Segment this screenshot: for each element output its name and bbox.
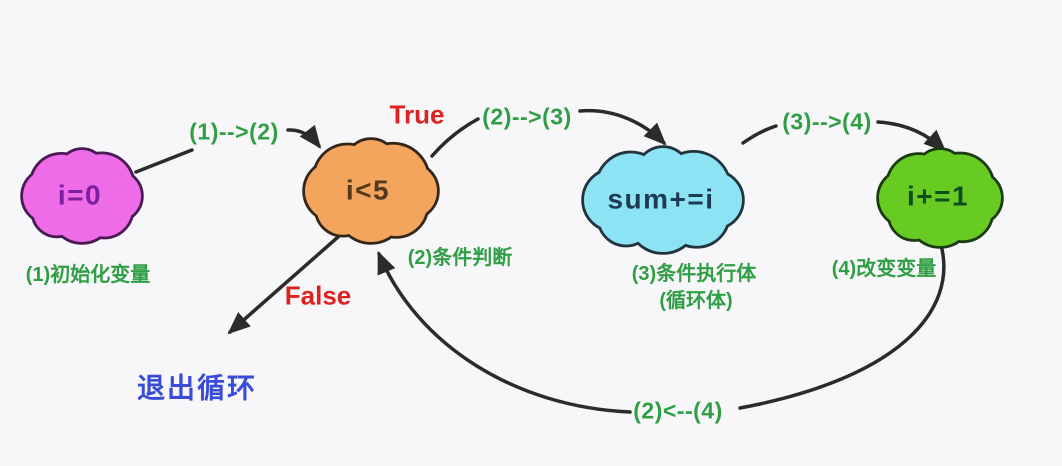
- exit-loop-label: 退出循环: [136, 372, 258, 404]
- caption-loop-body-line1: (3)条件执行体: [631, 263, 757, 285]
- false-branch-label: False: [284, 280, 352, 311]
- edge-label-3-to-4: (3)-->(4): [782, 108, 872, 135]
- caption-init-variable: (1)初始化变量: [25, 264, 151, 286]
- caption-condition-check: (2)条件判断: [407, 247, 513, 269]
- cloud-init: [20, 147, 144, 245]
- edge-cond-to-body-line: [430, 117, 480, 158]
- cloud-body: [581, 145, 745, 255]
- cloud-update: [876, 147, 1004, 249]
- edge-false-exit-arrow: [227, 235, 340, 335]
- node-init-label: i=0: [57, 179, 103, 211]
- edge-init-to-cond-line: [134, 148, 194, 174]
- true-branch-label: True: [389, 99, 445, 130]
- edge-body-to-update-line: [741, 124, 778, 145]
- edge-label-2-to-3: (2)-->(3): [482, 103, 572, 130]
- cloud-cond: [302, 137, 440, 245]
- edge-label-1-to-2: (1)-->(2): [189, 118, 279, 145]
- node-body-label: sum+=i: [607, 183, 715, 215]
- edge-update-to-cond-left-arrow: [377, 250, 632, 414]
- caption-loop-body-line2: (循环体): [659, 290, 733, 312]
- edge-label-4-back-to-2: (2)<--(4): [633, 397, 723, 424]
- node-cond-label: i<5: [345, 174, 391, 206]
- edge-body-to-update-arrow: [876, 120, 947, 153]
- caption-update-variable: (4)改变变量: [831, 258, 937, 280]
- edge-cond-to-body-arrow: [578, 108, 667, 146]
- edge-update-to-cond-right-line: [738, 243, 946, 410]
- edge-init-to-cond-arrow: [286, 124, 322, 149]
- node-update-label: i+=1: [906, 180, 970, 212]
